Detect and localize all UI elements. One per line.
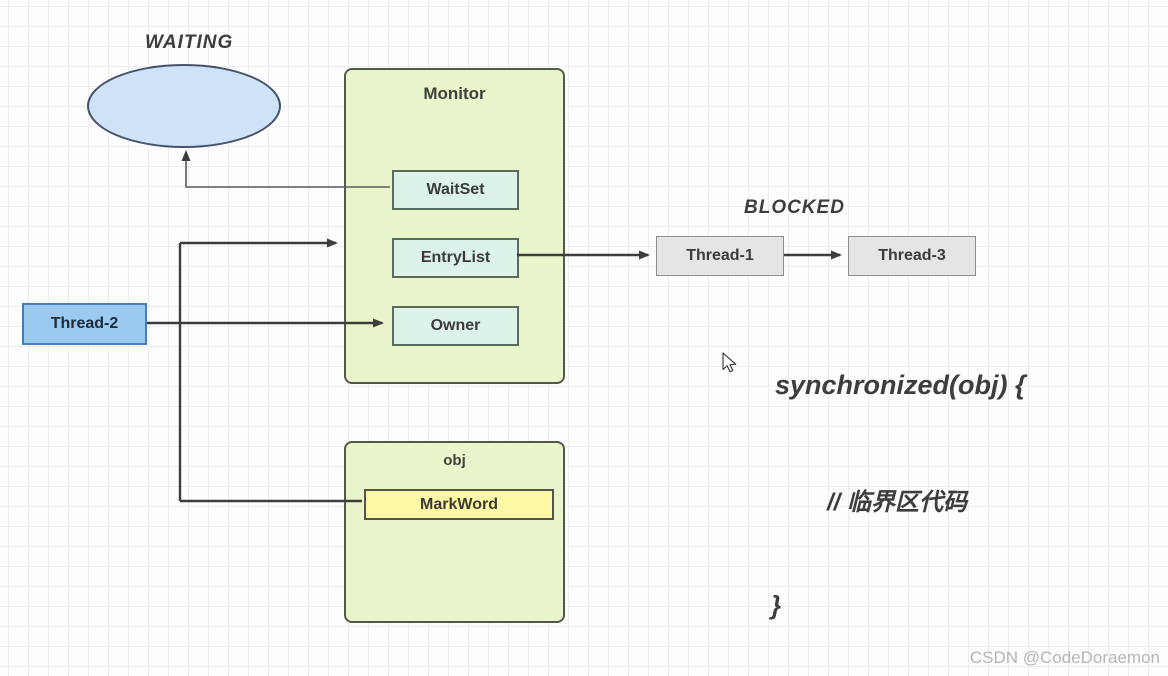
code-synchronized-line: synchronized(obj) { (775, 370, 1026, 400)
markword-slot: MarkWord (364, 489, 554, 520)
blocked-state-label: BLOCKED (744, 197, 845, 218)
owner-slot: Owner (392, 306, 519, 346)
mouse-cursor-icon (722, 352, 737, 373)
watermark-text: CSDN @CodeDoraemon (969, 648, 1160, 667)
obj-title: obj (443, 452, 466, 469)
code-closing-brace: } (771, 590, 782, 620)
monitor-box: Monitor WaitSet EntryList Owner (344, 68, 565, 384)
waiting-set-ellipse (87, 64, 281, 148)
code-critical-section-comment: // 临界区代码 (827, 489, 968, 516)
waitset-slot: WaitSet (392, 170, 519, 210)
entrylist-slot: EntryList (392, 238, 519, 278)
thread-3-box: Thread-3 (848, 236, 976, 276)
monitor-title: Monitor (423, 84, 486, 103)
thread-1-box: Thread-1 (656, 236, 784, 276)
obj-box: obj MarkWord (344, 441, 565, 623)
waiting-state-label: WAITING (145, 32, 234, 53)
thread-2-box: Thread-2 (22, 303, 147, 345)
